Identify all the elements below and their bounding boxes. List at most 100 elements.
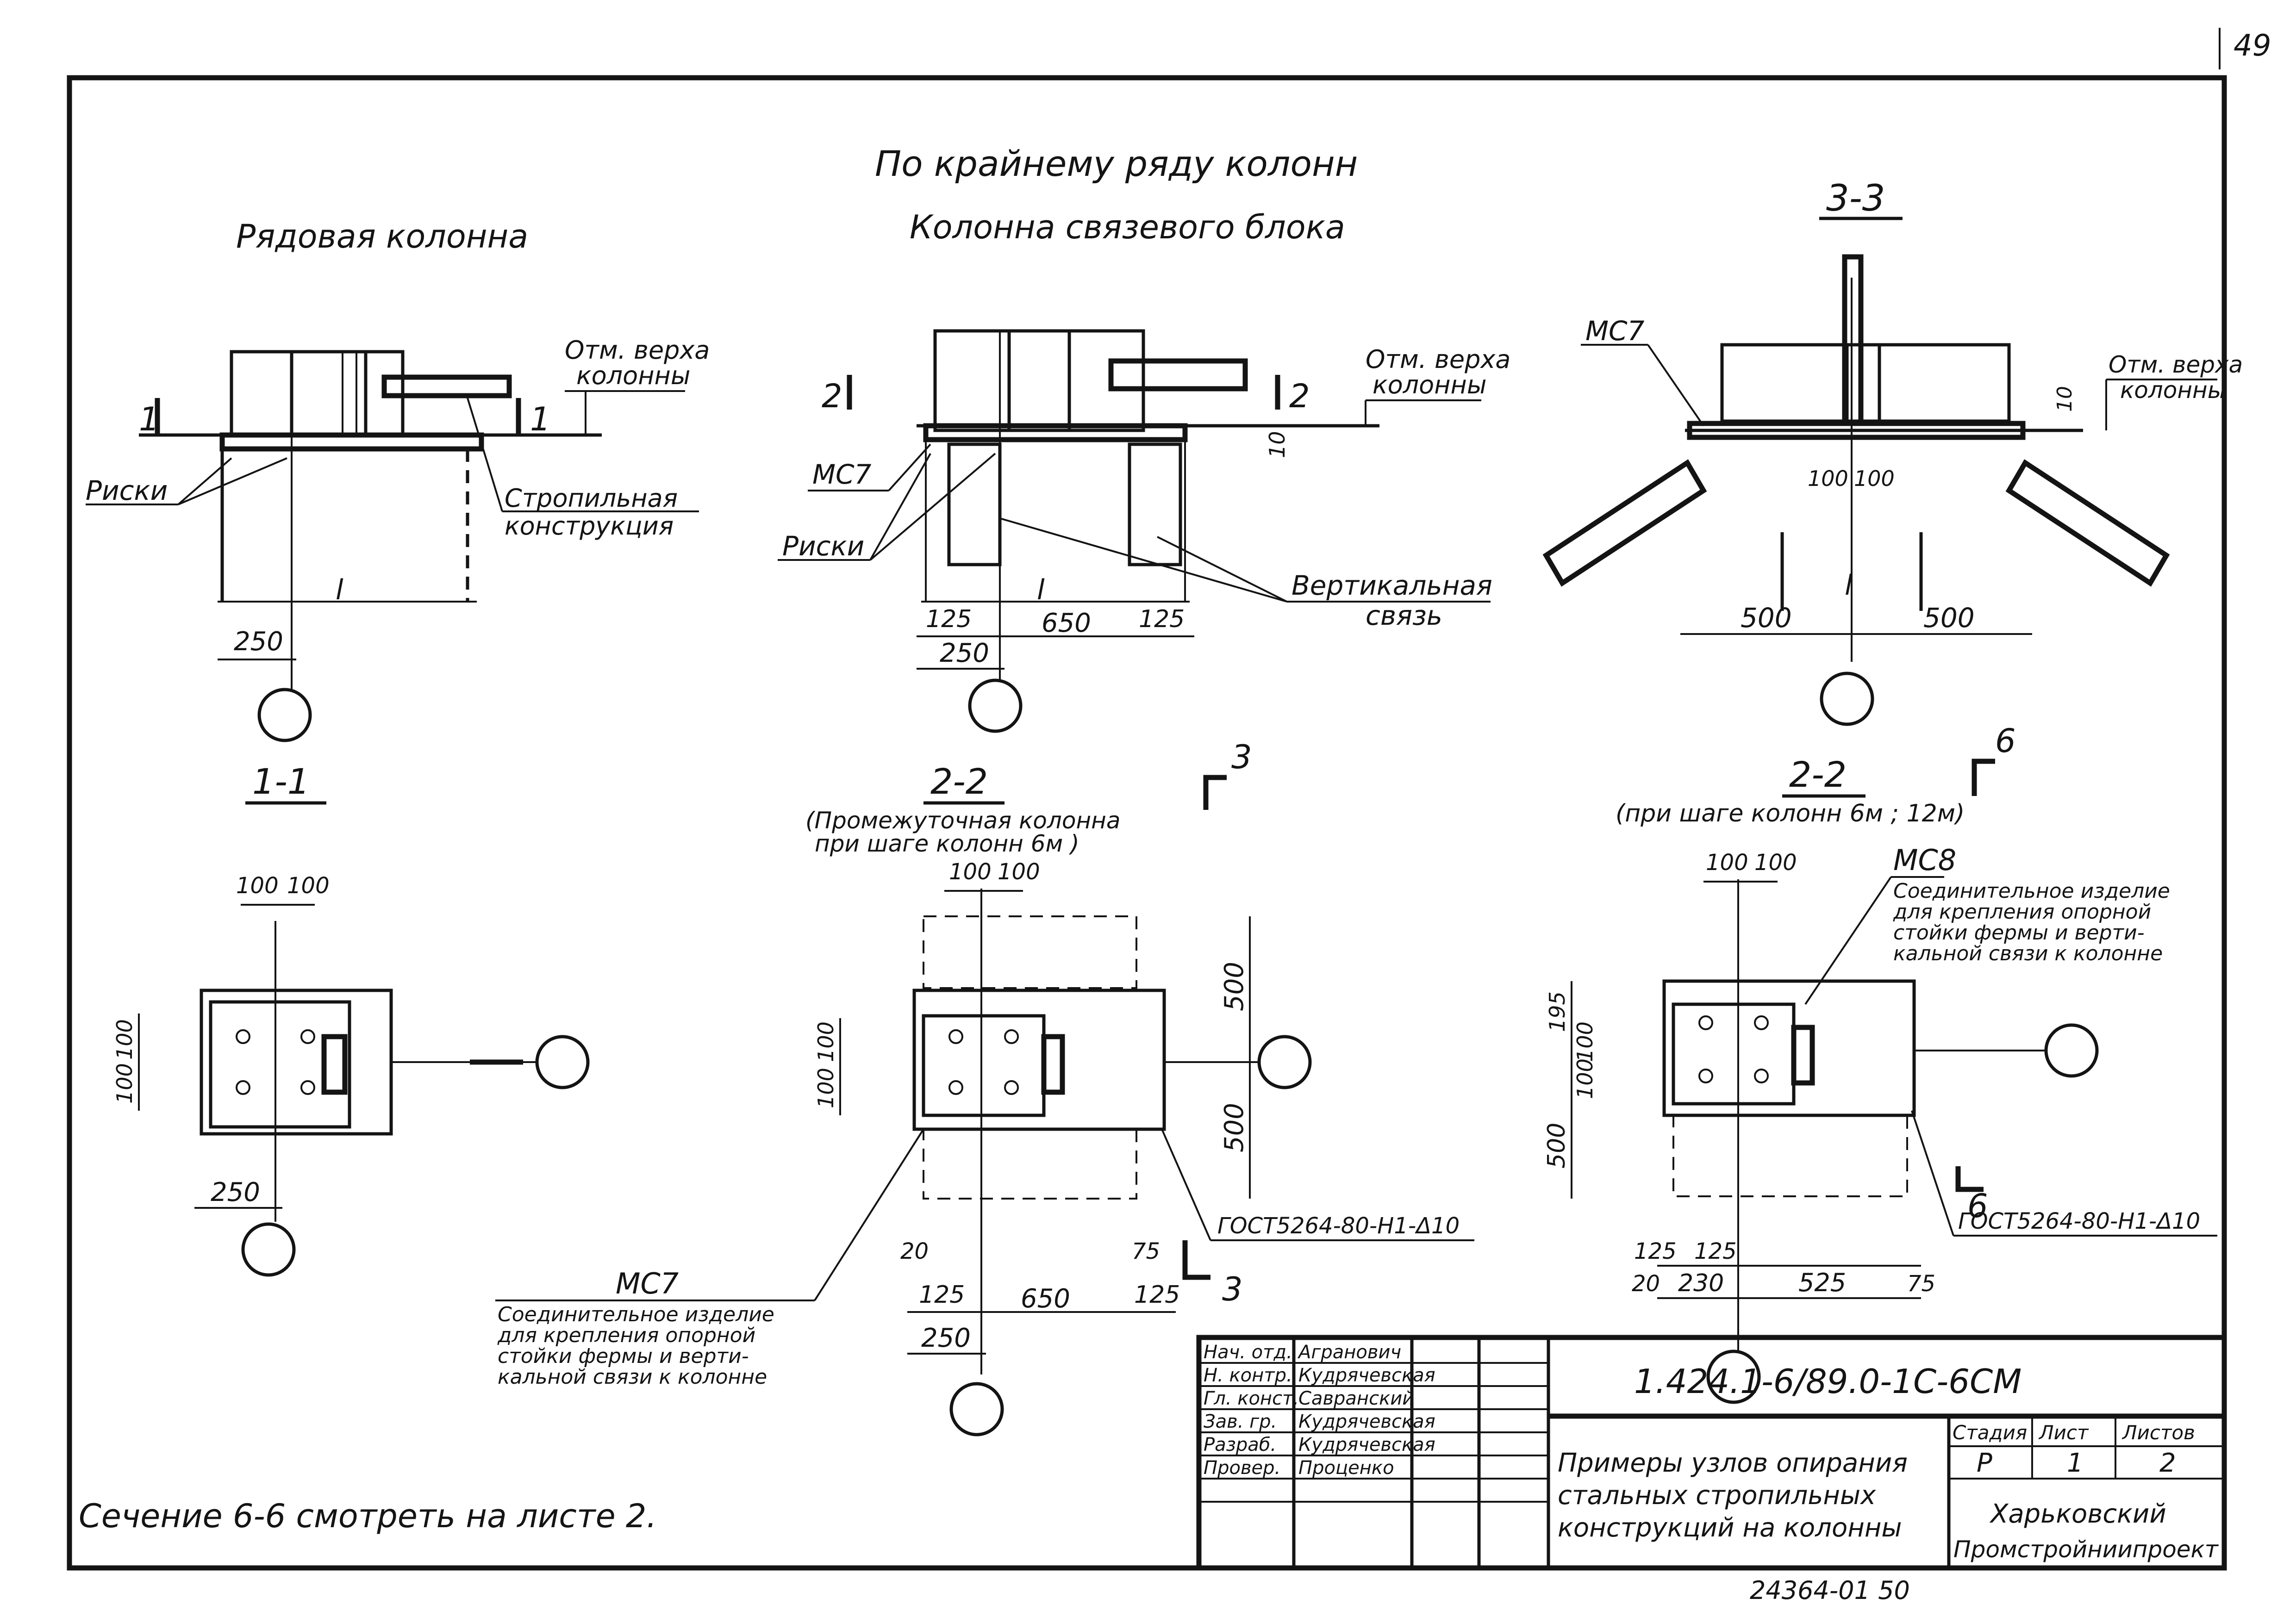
bolt xyxy=(300,1080,315,1095)
truss-post xyxy=(1842,254,1864,426)
mc8-leader xyxy=(1804,876,1892,1005)
bolt xyxy=(1698,1015,1713,1030)
bolt xyxy=(948,1080,963,1095)
staff-name-3: Савранский xyxy=(1298,1388,1414,1409)
dim-100-c: 100 xyxy=(112,1019,137,1060)
staff-name-6: Проценко xyxy=(1298,1457,1394,1479)
stiffener-plan xyxy=(321,1034,348,1095)
marks-leader-a xyxy=(177,457,232,505)
stage-value: Р xyxy=(1977,1448,1992,1478)
bolt xyxy=(948,1029,963,1044)
staff-name-1: Агранович xyxy=(1297,1342,1401,1363)
axis-bubble xyxy=(1257,1035,1312,1089)
bracing-column-elevation: l 125 650 125 250 Отм. верха колонны 2 2… xyxy=(778,329,1510,733)
top-mark-line2: колонны xyxy=(1373,370,1486,399)
dim-195: 195 xyxy=(1545,991,1570,1032)
dim-l: l xyxy=(1845,569,1853,602)
cut-mark-1-right: 1 xyxy=(530,400,551,438)
section-2-2-step: 2-2 (при шаге колонн 6м ; 12м) 6 100 100… xyxy=(1543,722,2217,1404)
doc-title-line3: конструкций на колонны xyxy=(1558,1513,1902,1543)
dim-100-c: 100 xyxy=(813,1021,838,1062)
dim-100-d: 100 xyxy=(813,1068,838,1108)
marks-leader-b xyxy=(869,453,996,561)
mc8-desc-line3: стойки фермы и верти- xyxy=(1893,921,2145,945)
mc7-desc-label: МС7 xyxy=(616,1267,679,1300)
dim-100-left: 100 xyxy=(1808,466,1848,491)
dim-250: 250 xyxy=(211,1177,260,1207)
section-2-2-note-line1: (Промежуточная колонна xyxy=(805,807,1120,834)
staff-role-6: Провер. xyxy=(1204,1457,1280,1479)
column-upper-hidden xyxy=(923,915,1137,989)
vertical-brace-leader-a xyxy=(999,517,1287,603)
dim-230: 230 xyxy=(1678,1269,1724,1297)
ordinary-column-elevation: l 250 Отм. верха колонны 1 1 Риски Строп… xyxy=(86,336,710,742)
bolt xyxy=(300,1029,315,1044)
ordinary-column-title: Рядовая колонна xyxy=(236,218,528,255)
staff-role-3: Гл. конст. xyxy=(1204,1388,1299,1409)
dim-100-d: 100 xyxy=(1572,1058,1597,1099)
bolt xyxy=(1004,1029,1019,1044)
support-left xyxy=(1720,343,1881,423)
truss-support-left xyxy=(933,329,1071,432)
dim-75: 75 xyxy=(1907,1271,1935,1297)
dim-125-right: 125 xyxy=(1134,1281,1180,1309)
dim-250: 250 xyxy=(940,638,989,668)
top-mark-line1: Отм. верха xyxy=(2109,351,2243,378)
staff-role-4: Зав. гр. xyxy=(1204,1411,1277,1432)
top-mark-line1: Отм. верха xyxy=(565,336,710,365)
section-3-3-title: 3-3 xyxy=(1826,178,1885,219)
sheet-label: Лист xyxy=(2038,1421,2089,1444)
dim-100-a: 100 xyxy=(949,859,992,885)
column-lower-hidden xyxy=(1672,1114,1908,1197)
brace-left xyxy=(1542,459,1707,587)
mc8-desc-line2: для крепления опорной xyxy=(1893,900,2151,924)
weld-symbol-a: ГОСТ5264-80-Н1-Δ10 xyxy=(1217,1213,1460,1239)
dim-650: 650 xyxy=(1021,1284,1070,1314)
marks-leader-b xyxy=(178,457,287,505)
axis-bubble xyxy=(1706,1349,1761,1404)
dim-500-right: 500 xyxy=(1923,602,1975,634)
rafter-label-line1: Стропильная xyxy=(505,484,678,513)
dim-100-d: 100 xyxy=(112,1063,137,1104)
dim-100-c: 100 xyxy=(1572,1021,1597,1062)
axis-bubble xyxy=(257,688,312,742)
dim-650: 650 xyxy=(1042,608,1091,638)
weld-symbol-b: ГОСТ5264-80-Н1-Δ10 xyxy=(1958,1208,2200,1234)
cut-mark-6-bottom-arrow xyxy=(1955,1166,1984,1192)
section-2-2-title-a: 2-2 xyxy=(930,761,988,802)
dim-100-b: 100 xyxy=(287,873,330,899)
staff-role-5: Разраб. xyxy=(1204,1434,1276,1455)
archive-number: 24364-01 50 xyxy=(1750,1576,1910,1605)
stage-label: Стадия xyxy=(1953,1421,2027,1444)
staff-name-2: Кудрячевская xyxy=(1298,1365,1435,1386)
dim-500: 500 xyxy=(1543,1123,1571,1169)
section-1-1-view: 1-1 100 100 100 100 250 xyxy=(112,761,590,1277)
org-line1: Харьковский xyxy=(1989,1499,2166,1529)
dim-75: 75 xyxy=(1132,1238,1160,1264)
dim-125-left: 125 xyxy=(926,605,972,633)
axis-bubble xyxy=(241,1222,296,1277)
mc7-leader xyxy=(1647,344,1704,427)
dim-100-b: 100 xyxy=(1754,850,1797,876)
dim-125-a: 125 xyxy=(1634,1238,1677,1264)
cut-mark-6-bottom: 6 xyxy=(1967,1187,1988,1225)
mc7-desc-line3: стойки фермы и верти- xyxy=(498,1344,749,1368)
sheet-number: 49 xyxy=(2234,29,2271,63)
org-line2: Промстройниипроект xyxy=(1953,1536,2219,1563)
support-right xyxy=(1845,343,2011,423)
vertical-brace-line2: связь xyxy=(1366,600,1442,631)
page-heading: По крайнему ряду колонн xyxy=(875,143,1358,184)
mc8-desc-line1: Соединительное изделие xyxy=(1893,879,2170,903)
column-cap-plate xyxy=(923,423,1188,442)
section-2-2-note-line2: при шаге колонн 6м ) xyxy=(815,830,1079,857)
dim-20: 20 xyxy=(900,1238,929,1264)
section-2-2-title-b: 2-2 xyxy=(1789,754,1847,795)
axis-bubble xyxy=(535,1035,590,1089)
axis-bubble xyxy=(2044,1023,2099,1078)
section-3-3-view: 500 500 100 100 l 10 Отм. верха колонны … xyxy=(1542,254,2243,726)
column-cap-plate xyxy=(219,432,484,452)
marks-label-a: Риски xyxy=(86,475,168,506)
column-plan xyxy=(1662,979,1916,1117)
truss-support-left xyxy=(230,350,368,437)
dim-l: l xyxy=(336,574,343,606)
